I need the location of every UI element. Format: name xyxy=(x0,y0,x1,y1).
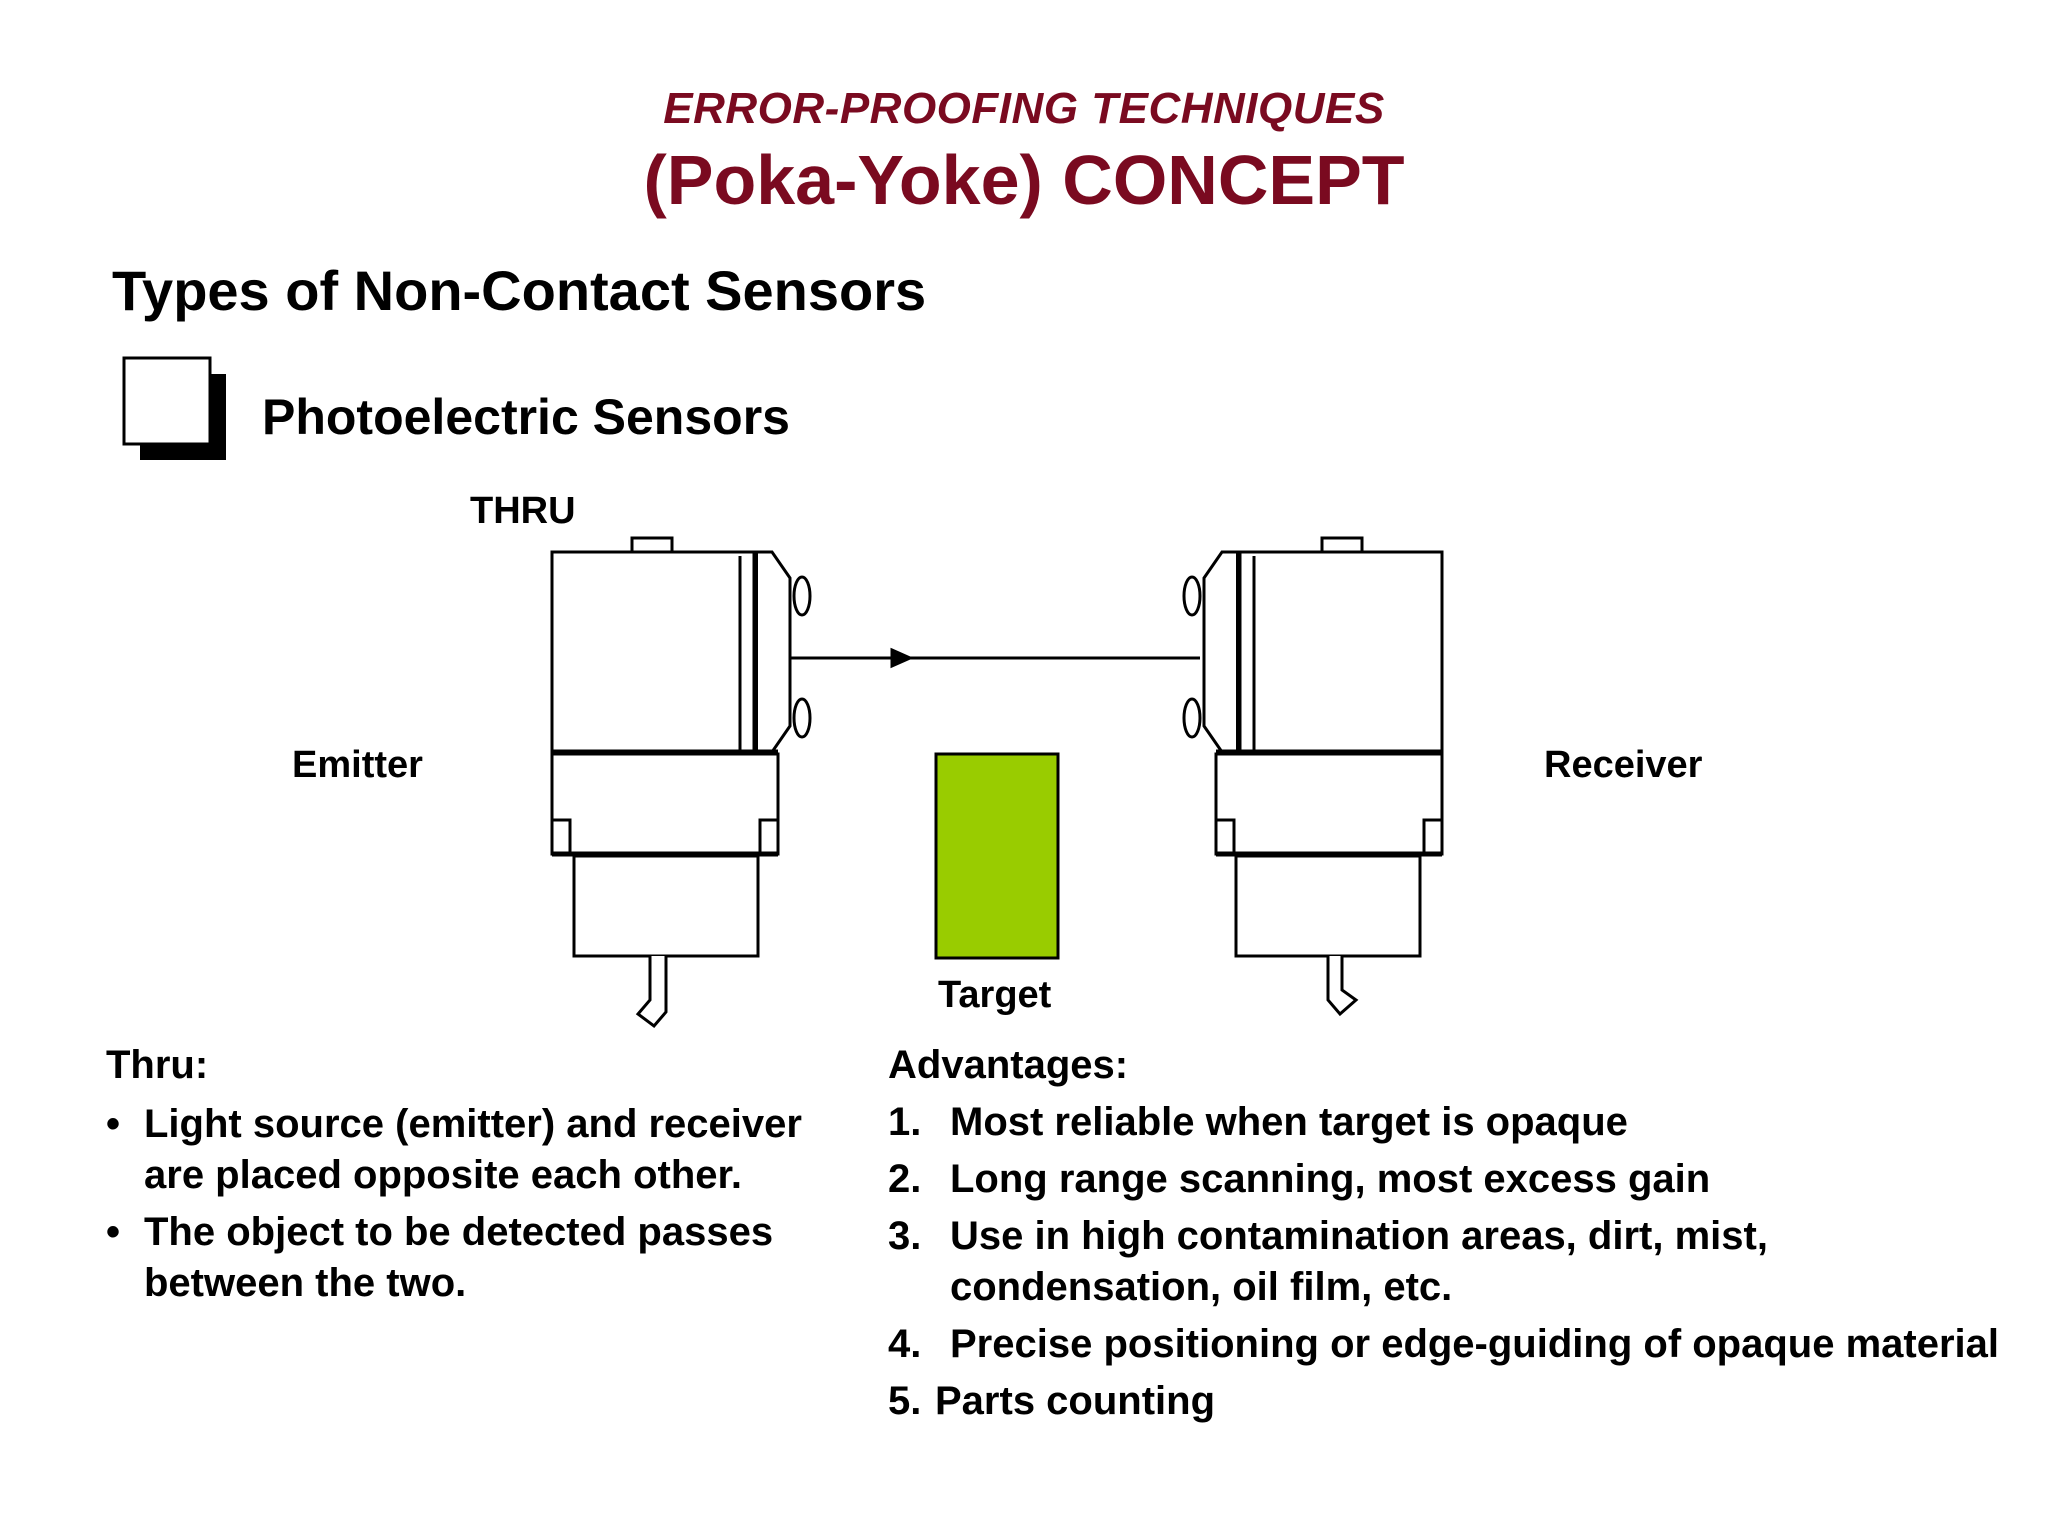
item-number: 4. xyxy=(888,1322,922,1366)
receiver-sensor-icon xyxy=(1182,536,1444,1017)
item-text: Most reliable when target is opaque xyxy=(950,1100,1628,1144)
target-label: Target xyxy=(938,974,1052,1016)
item-text: Parts counting xyxy=(935,1379,1216,1423)
thru-heading: Thru: xyxy=(106,1043,209,1087)
light-beam xyxy=(790,647,1200,669)
list-item: • Light source (emitter) and receiver ar… xyxy=(106,1099,826,1201)
page-supertitle: ERROR-PROOFING TECHNIQUES xyxy=(663,84,1385,133)
item-text: Use in high contamination areas, dirt, m… xyxy=(950,1214,1768,1309)
item-number: 2. xyxy=(888,1157,922,1201)
checkbox-bullet-icon xyxy=(122,356,226,460)
list-item: 2. Long range scanning, most excess gain xyxy=(888,1154,2008,1205)
item-number: 5. xyxy=(888,1379,922,1423)
thru-beam-diagram xyxy=(550,536,1444,1029)
thru-mode-label: THRU xyxy=(470,490,576,532)
bullet-text: Light source (emitter) and receiver are … xyxy=(144,1102,802,1197)
thru-description: Thru: • Light source (emitter) and recei… xyxy=(106,1040,826,1315)
bullet-icon: • xyxy=(106,1210,121,1254)
section-title: Types of Non-Contact Sensors xyxy=(112,259,927,322)
bullet-text: The object to be detected passes between… xyxy=(144,1210,774,1305)
page-title: (Poka-Yoke) CONCEPT xyxy=(643,141,1405,219)
target-block xyxy=(934,752,1060,960)
item-number: 3. xyxy=(888,1214,922,1258)
list-item: 3. Use in high contamination areas, dirt… xyxy=(888,1211,2008,1313)
advantages-list: Advantages: 1. Most reliable when target… xyxy=(888,1040,2008,1433)
receiver-label: Receiver xyxy=(1544,744,1703,786)
emitter-label: Emitter xyxy=(292,744,423,786)
bullet-icon: • xyxy=(106,1102,121,1146)
item-number: 1. xyxy=(888,1100,922,1144)
list-item: 5. Parts counting xyxy=(888,1376,2008,1427)
subsection-title: Photoelectric Sensors xyxy=(262,389,790,445)
advantages-heading: Advantages: xyxy=(888,1043,1129,1087)
emitter-sensor-icon xyxy=(550,536,812,1029)
list-item: 4. Precise positioning or edge-guiding o… xyxy=(888,1319,2008,1370)
item-text: Precise positioning or edge-guiding of o… xyxy=(950,1322,2000,1366)
list-item: • The object to be detected passes betwe… xyxy=(106,1207,826,1309)
item-text: Long range scanning, most excess gain xyxy=(950,1157,1711,1201)
list-item: 1. Most reliable when target is opaque xyxy=(888,1097,2008,1148)
